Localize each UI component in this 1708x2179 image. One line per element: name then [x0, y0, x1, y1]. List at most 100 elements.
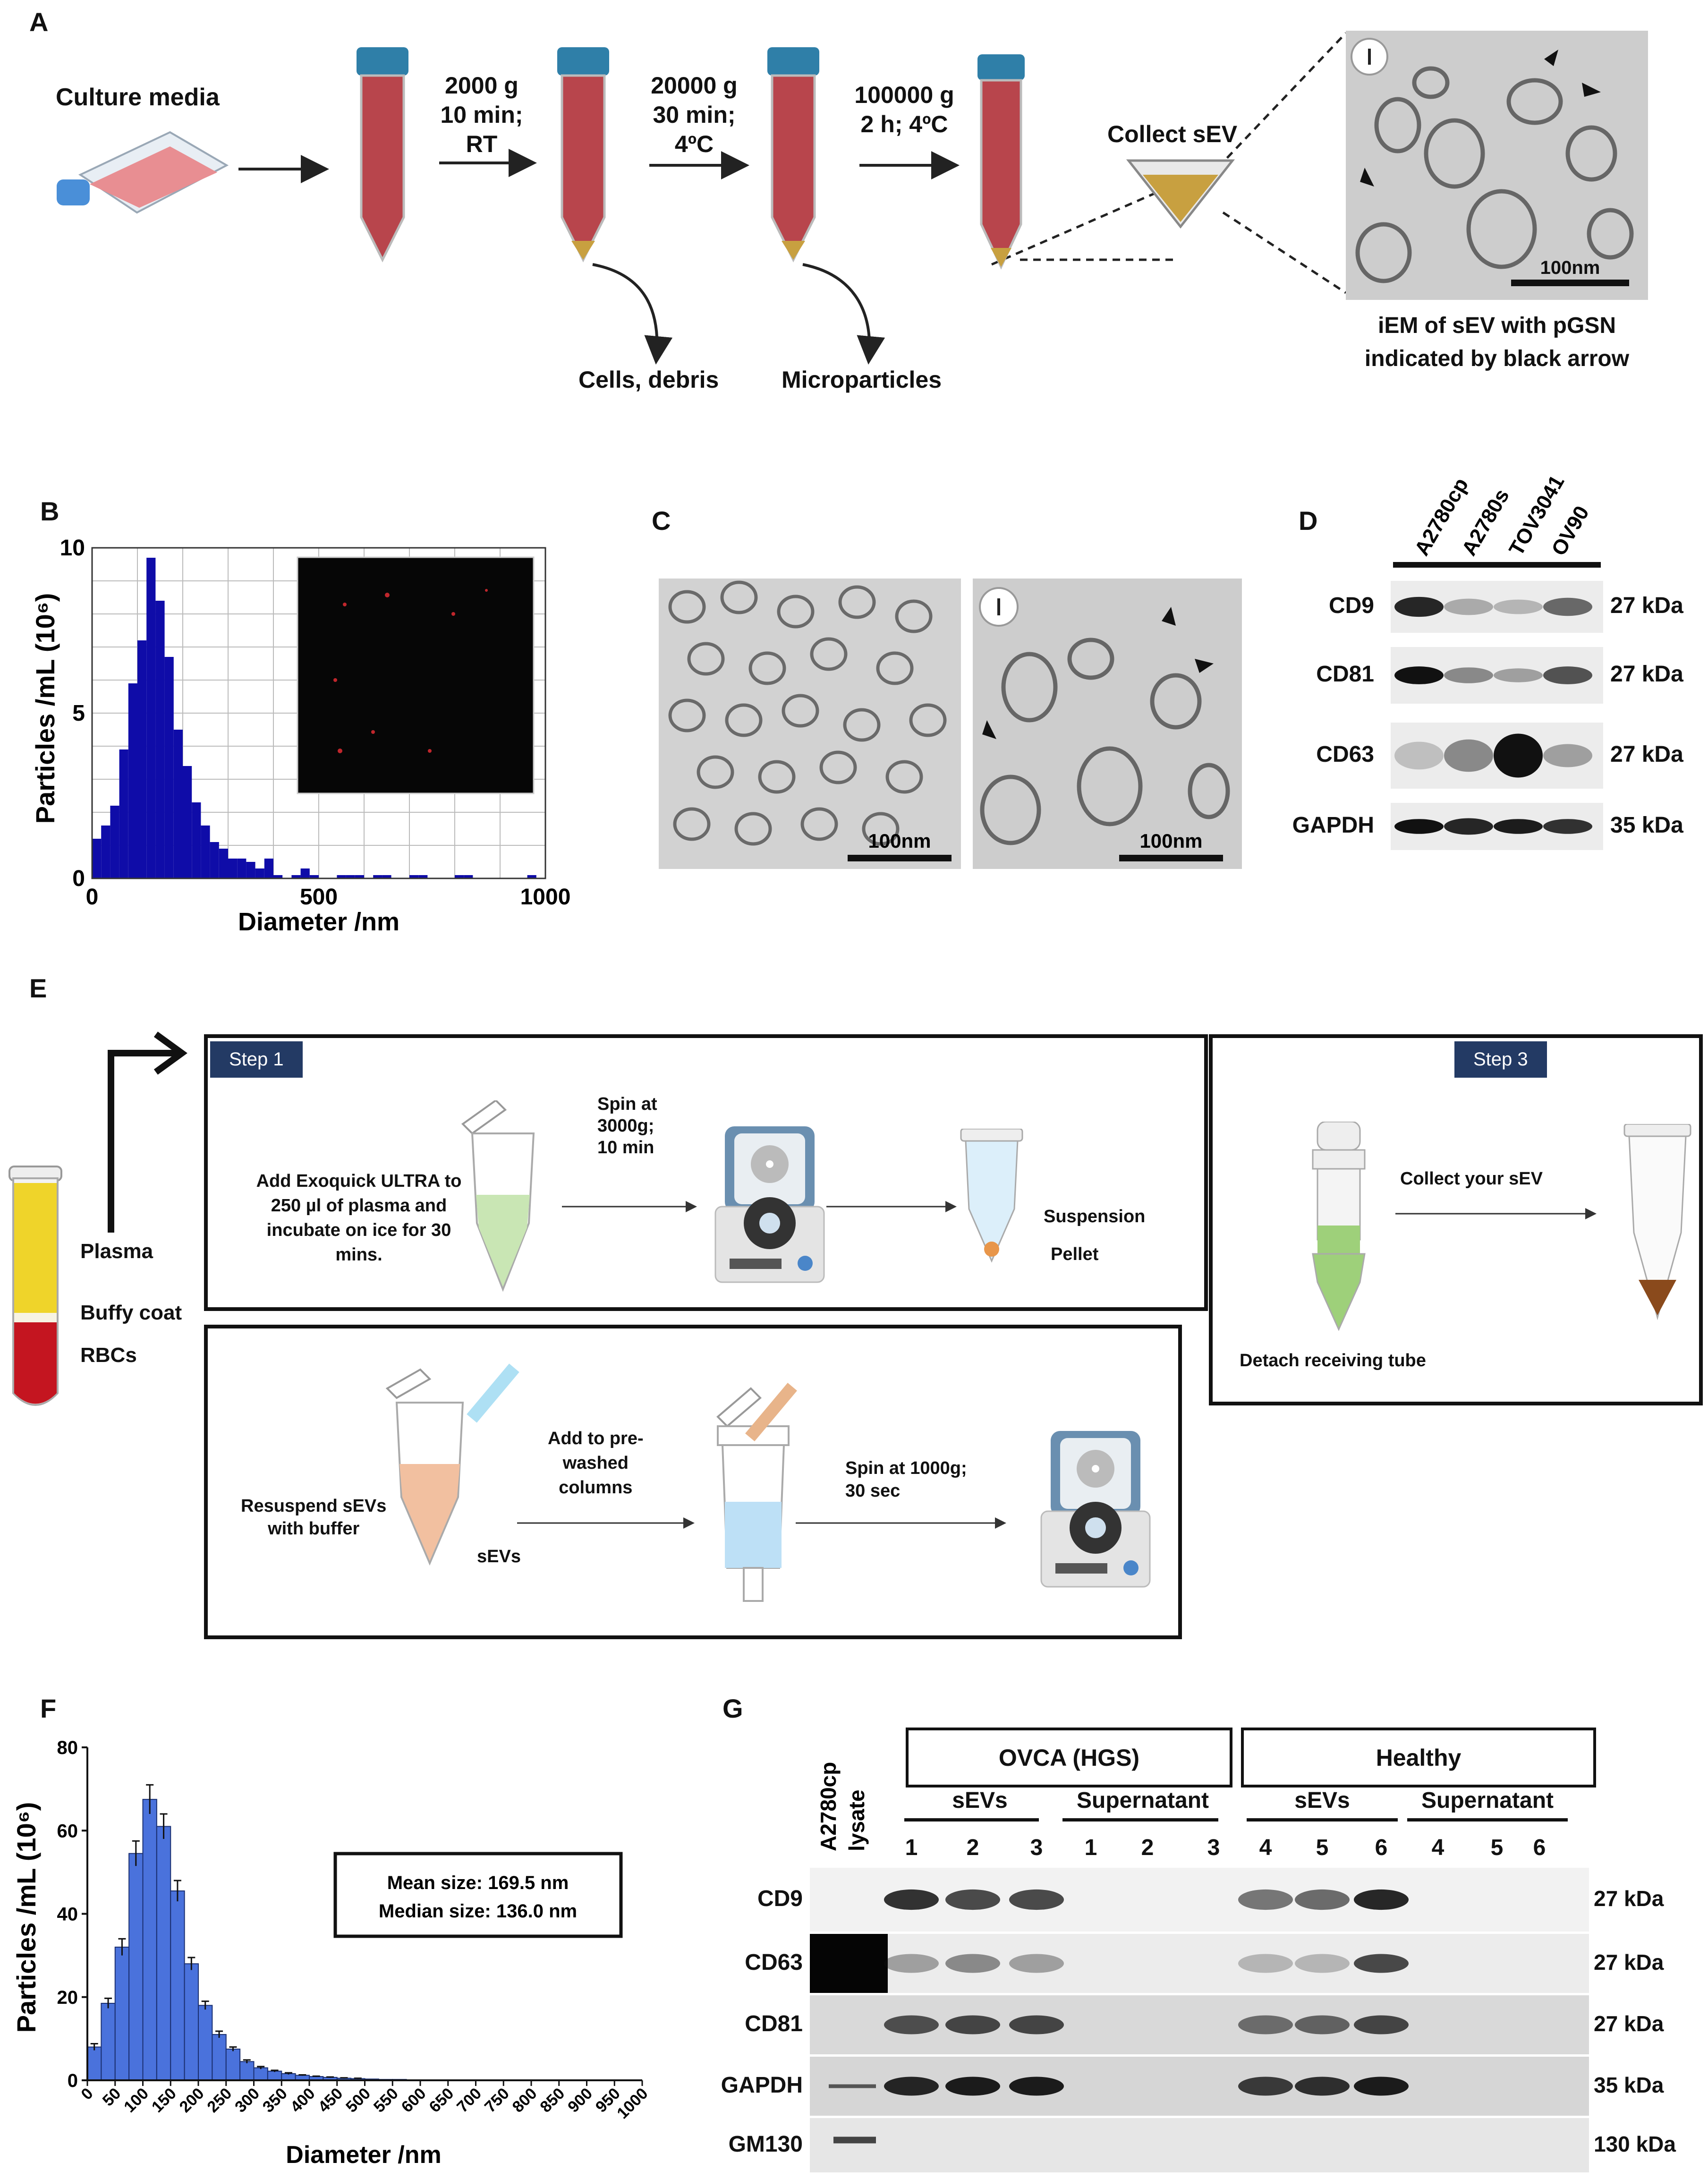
chart-b-bar: [92, 839, 102, 878]
culture-flask-icon: [57, 131, 229, 214]
lysate-line2: lysate: [844, 1790, 869, 1851]
chart-f-xtick: 100: [120, 2085, 152, 2116]
blot-g-kda-label: 27 kDa: [1594, 1949, 1664, 1975]
lane-g-number: 2: [966, 1835, 979, 1860]
spin-step-1-label: 2000 g 10 min; RT: [434, 71, 529, 159]
chart-f-xtick: 500: [342, 2085, 374, 2116]
step1-arrows: [562, 1201, 957, 1212]
spin-step-2-line3: 4ºC: [674, 131, 714, 157]
chart-f-ytick: 40: [57, 1904, 78, 1925]
spin1-text: Spin at 3000g; 10 min: [597, 1093, 657, 1158]
lane-g-number: 3: [1207, 1835, 1220, 1860]
chart-b-ytick: 5: [72, 701, 85, 726]
spin-step-1-line3: RT: [466, 131, 498, 157]
chart-f-bar: [101, 2002, 116, 2081]
microtube-pellet-icon: [960, 1129, 1023, 1263]
chart-f-xtick: 900: [564, 2085, 596, 2116]
tem-vesicle: [782, 694, 819, 728]
add-text-line4: mins.: [335, 1245, 382, 1265]
panel-g-lysate-label: A2780cp lysate: [816, 1762, 869, 1851]
spin-step-2-line1: 20000 g: [651, 72, 738, 99]
spin-step-1-line2: 10 min;: [440, 102, 523, 128]
blot-d-band: [1494, 733, 1543, 778]
chart-f-xtick: 250: [204, 2085, 235, 2116]
blot-g-band: [1295, 1889, 1350, 1910]
ovca-header: OVCA (HGS): [906, 1728, 1232, 1787]
blot-g-band: [1354, 2077, 1409, 2096]
chart-b-bars: [92, 558, 536, 878]
chart-f-xtick: 150: [148, 2085, 180, 2116]
iem-caption-line1: iEM of sEV with pGSN: [1377, 313, 1616, 338]
blot-g-band: [884, 2015, 939, 2034]
iem-caption-line2: indicated by black arrow: [1364, 346, 1630, 371]
tem-vesicle: [819, 750, 857, 784]
chart-f-xtick: 50: [99, 2085, 125, 2110]
chart-f-ytick: 60: [57, 1821, 78, 1841]
spin-column-icon: [716, 1383, 797, 1602]
microtube-sev-icon: [385, 1363, 519, 1566]
chart-f-xtick: 450: [314, 2085, 346, 2116]
tem-vesicle: [720, 580, 758, 614]
blot-g-band: [945, 2077, 1000, 2096]
collect-your-sev-label: Collect your sEV: [1400, 1169, 1543, 1189]
blot-d-band: [1543, 819, 1592, 834]
step2-arrows: [517, 1517, 1006, 1529]
spin2-text: Spin at 1000g; 30 sec: [845, 1457, 967, 1502]
collect-sev-label: Collect sEV: [1107, 121, 1238, 147]
step1-add-text: Add Exoquick ULTRA to 250 µl of plasma a…: [236, 1169, 482, 1267]
lane-g-number: 6: [1375, 1835, 1388, 1860]
chart-b-xtick: 1000: [520, 885, 571, 910]
chart-b-bar: [228, 859, 238, 878]
step-3-box: [1209, 1034, 1703, 1405]
chart-b-bar: [309, 875, 319, 878]
chart-f-ytick: 80: [57, 1737, 78, 1758]
blood-tube-diagram: [8, 1031, 187, 1406]
centrifuge-tube-2-icon: [557, 47, 609, 263]
add-text-line2: 250 µl of plasma and: [271, 1196, 447, 1216]
blot-d-band: [1543, 597, 1592, 616]
tem-vesicle: [800, 807, 838, 841]
iem-texture: 100nm: [1346, 31, 1648, 300]
chart-f-bar: [87, 2046, 102, 2081]
panel-label-f: F: [40, 1694, 57, 1723]
lane-g-number: 1: [905, 1835, 918, 1860]
tem-image-c2: 100nm: [973, 579, 1242, 869]
tem-vesicle: [697, 755, 734, 789]
rbcs-label: RBCs: [80, 1344, 137, 1367]
chart-b-bar: [219, 849, 228, 878]
blot-d-band: [1494, 599, 1543, 614]
blot-g-band: [1354, 2015, 1409, 2034]
chart-b-bar: [418, 875, 428, 878]
pellet-label: Pellet: [1051, 1244, 1099, 1264]
chart-b-bar: [183, 766, 192, 878]
tem-vesicle: [758, 760, 796, 794]
step-1-badge: Step 1: [210, 1041, 303, 1078]
plasma-label: Plasma: [80, 1240, 153, 1263]
lysate-line1: A2780cp: [816, 1762, 841, 1851]
chart-f-bar: [170, 1890, 185, 2081]
chart-f-ytick: 0: [68, 2070, 78, 2091]
blot-g-row-label: CD63: [745, 1949, 803, 1975]
chart-f-bar: [184, 1963, 199, 2081]
nta-inset-particles: [333, 589, 488, 753]
culture-media-label: Culture media: [56, 84, 220, 111]
chart-b-bar: [346, 875, 355, 878]
scale-bar-c2-text: 100nm: [1139, 830, 1202, 852]
chart-f-bar: [156, 1826, 171, 2081]
add-text-line1: Add Exoquick ULTRA to: [256, 1171, 462, 1191]
panel-label-a: A: [29, 7, 49, 37]
blot-d-band: [1394, 741, 1444, 770]
centrifuge-icon-1: [714, 1126, 825, 1283]
spin-step-2-line2: 30 min;: [653, 102, 736, 128]
chart-f-bar: [142, 1799, 157, 2081]
chart-b-bar: [101, 826, 110, 878]
blot-g-strip: [810, 1934, 1589, 1993]
blot-g-strip: [810, 1868, 1589, 1932]
chart-b-bar: [128, 683, 137, 878]
tem-vesicle: [838, 585, 876, 619]
chart-b-bar: [464, 875, 473, 878]
chart-b-ytick: 0: [72, 866, 85, 891]
chart-f-xtick: 300: [231, 2085, 263, 2116]
chart-f-xtick: 400: [287, 2085, 319, 2116]
